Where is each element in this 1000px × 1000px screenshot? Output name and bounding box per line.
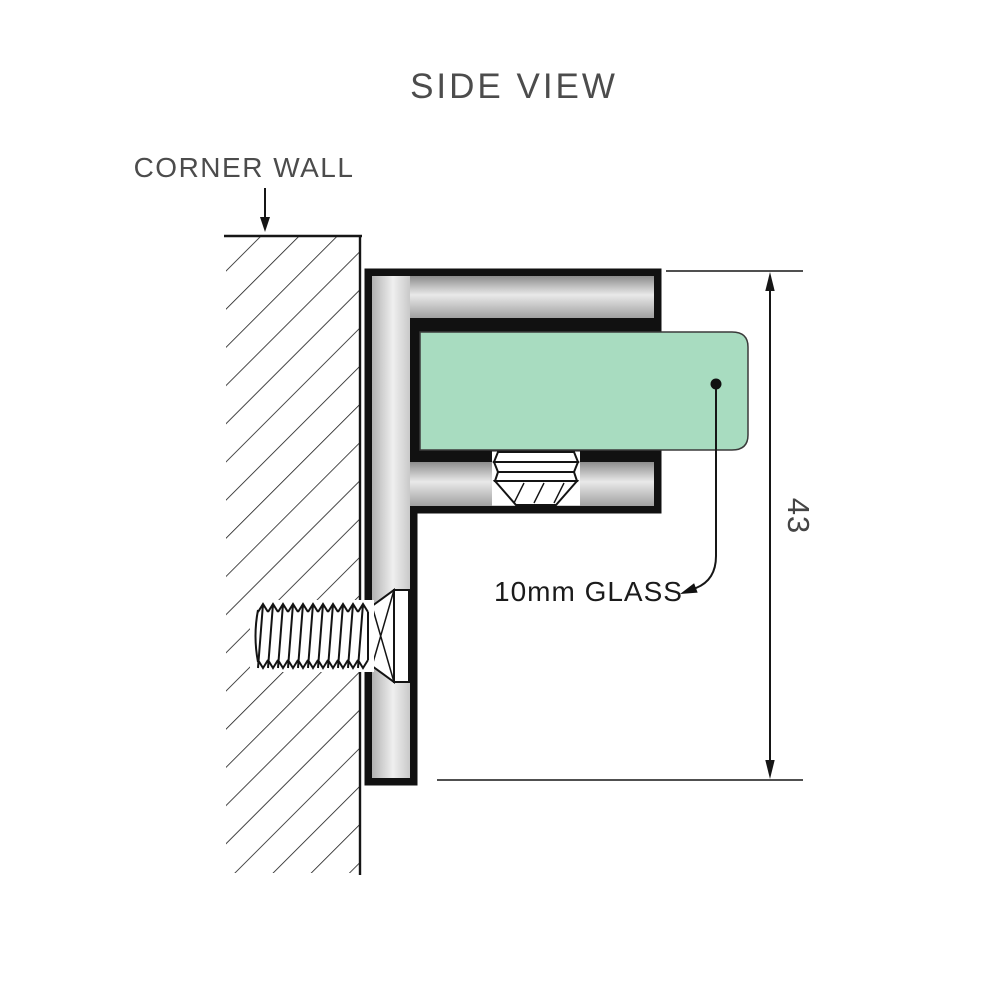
corner-wall xyxy=(224,234,362,875)
dimension-arrow-bottom xyxy=(765,760,775,779)
mounting-screw xyxy=(250,600,374,672)
grub-screw xyxy=(492,451,580,506)
dimension-43: 43 xyxy=(437,270,816,781)
glass-panel xyxy=(419,331,749,451)
corner-wall-label: CORNER WALL xyxy=(134,152,355,183)
grub-cone-hatch xyxy=(513,482,565,504)
screw-threads xyxy=(257,602,369,670)
bracket-leg xyxy=(372,276,410,778)
screw-head-cross xyxy=(371,589,395,683)
diagram-title: SIDE VIEW xyxy=(410,67,618,106)
dimension-arrow-top xyxy=(765,272,775,291)
glass-leader-dot xyxy=(710,378,722,390)
dimension-value: 43 xyxy=(781,498,816,534)
screw-tip xyxy=(254,609,259,663)
grub-thread-band xyxy=(492,461,580,473)
screw-head-plate xyxy=(393,589,410,683)
grub-thread-band xyxy=(492,451,580,463)
grub-thread-band xyxy=(493,471,579,482)
glass-leader-arrowhead xyxy=(680,583,698,594)
glass-leader-line xyxy=(686,389,717,593)
corner-wall-arrowhead xyxy=(260,217,270,232)
glass-label: 10mm GLASS xyxy=(494,576,683,607)
bracket-top-flange xyxy=(372,276,654,318)
wall-hatching xyxy=(226,237,359,873)
screw-head xyxy=(371,588,410,684)
